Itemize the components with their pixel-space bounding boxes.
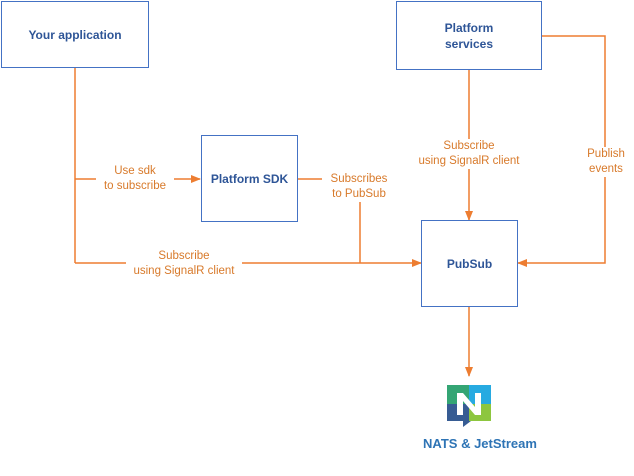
platform-services-box: Platform services (396, 1, 542, 70)
platform-services-label: Platform services (444, 20, 494, 51)
subscribes-to-pubsub-label: Subscribes to PubSub (322, 172, 396, 202)
publish-events-label: Publish events (582, 147, 630, 177)
use-sdk-label: Use sdk to subscribe (96, 164, 174, 194)
pubsub-label: PubSub (446, 256, 493, 271)
platform-sdk-label: Platform SDK (210, 171, 289, 186)
platform-sdk-box: Platform SDK (201, 135, 298, 222)
your-application-label: Your application (28, 27, 122, 42)
subscribe-signalr-left-label: Subscribe using SignalR client (126, 249, 242, 279)
nats-logo-icon (447, 385, 491, 427)
pubsub-box: PubSub (421, 220, 518, 307)
subscribe-signalr-top-label: Subscribe using SignalR client (408, 139, 530, 169)
nats-caption: NATS & JetStream (423, 436, 537, 451)
your-application-box: Your application (1, 1, 149, 68)
